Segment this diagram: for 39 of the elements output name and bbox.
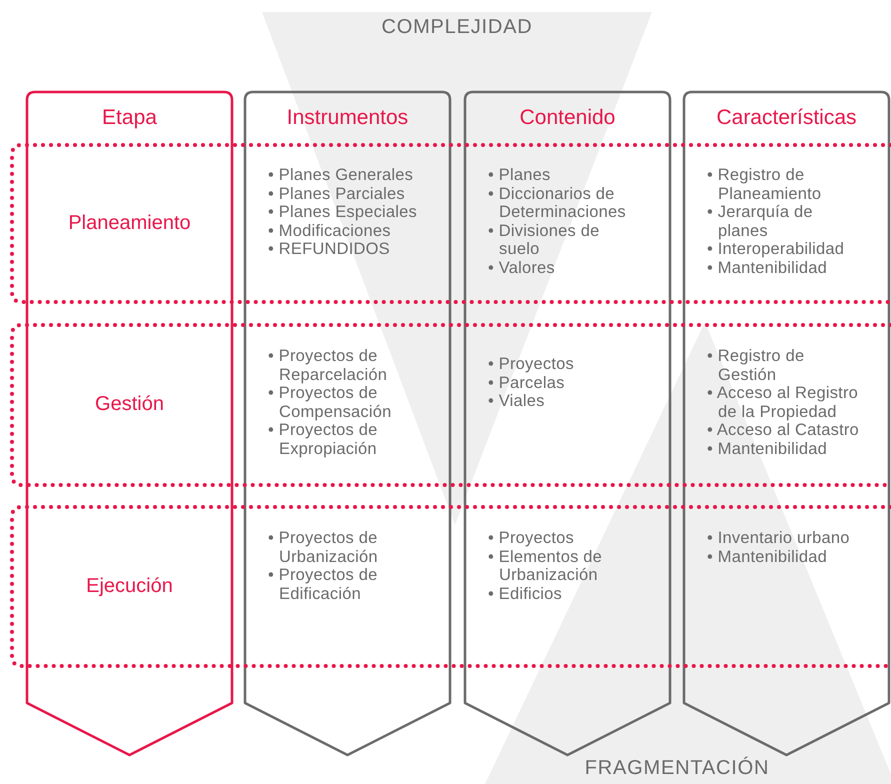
list-item: • Proyectos de Expropiación <box>268 421 378 459</box>
list-item: • Planes Generales <box>268 166 414 185</box>
list-item: • Planes Especiales <box>268 203 418 222</box>
list-item: • Acceso al Registro de la Propiedad <box>707 384 860 422</box>
axis-caption: COMPLEJIDAD <box>381 16 533 39</box>
list-item: • Planes Parciales <box>268 184 406 204</box>
list-item: • Proyectos <box>488 355 575 374</box>
list-item: • Jerarquía de planes <box>707 203 814 240</box>
list-item: • REFUNDIDOS <box>268 240 391 259</box>
list-item: • Mantenibilidad <box>707 440 828 459</box>
list-item: • Modificaciones <box>268 222 392 240</box>
stage-label: Gestión <box>95 393 164 416</box>
list-item: • Valores <box>488 258 556 278</box>
list-item: • Elementos de Urbanización <box>488 548 604 585</box>
list-item: • Inventario urbano <box>707 529 851 548</box>
list-item: • Acceso al Catastro <box>707 421 860 440</box>
list-item: • Proyectos <box>488 529 575 548</box>
column-heading: Contenido <box>518 106 616 130</box>
column-heading: Instrumentos <box>286 106 410 130</box>
stage-label: Planeamiento <box>68 212 191 234</box>
column-heading: Etapa <box>101 106 158 130</box>
list-item: • Divisiones de suelo <box>488 222 600 259</box>
list-item: • Edificios <box>488 584 564 604</box>
stage-label: Ejecución <box>86 574 173 598</box>
column-heading: Características <box>715 106 858 130</box>
list-item: • Viales <box>488 392 546 411</box>
list-item: • Proyectos de Reparcelación <box>268 347 388 384</box>
list-item: • Proyectos de Urbanización <box>268 529 379 566</box>
list-item: • Registro de Gestión <box>707 347 806 384</box>
list-item: • Registro de Planeamiento <box>707 166 822 204</box>
list-item: • Proyectos de Compensación <box>268 384 392 422</box>
list-item: • Mantenibilidad <box>707 258 828 278</box>
list-item: • Planes <box>488 166 552 185</box>
list-item: • Diccionarios de Determinaciones <box>488 184 627 222</box>
list-item: • Interoperabilidad <box>707 240 846 259</box>
axis-caption: FRAGMENTACIÓN <box>584 757 770 780</box>
list-item: • Proyectos de Edificación <box>268 566 378 604</box>
list-item: • Parcelas <box>488 374 566 392</box>
list-item: • Mantenibilidad <box>707 548 828 566</box>
